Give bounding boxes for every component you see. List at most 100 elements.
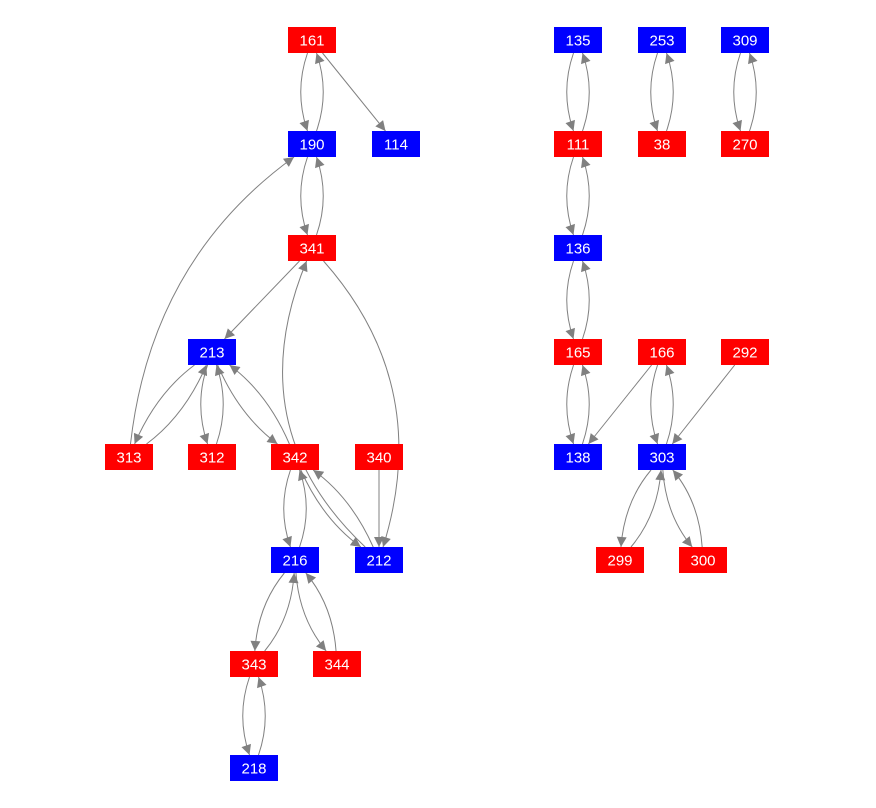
node-299[interactable]: 299 [596,547,644,573]
node-label: 114 [384,137,408,154]
node-label: 38 [654,137,671,154]
edge-161-to-190 [299,52,309,132]
node-303[interactable]: 303 [638,444,686,470]
edge-165-to-138 [565,364,576,445]
edge-300-to-303 [672,469,703,548]
node-344[interactable]: 344 [313,651,361,677]
node-label: 312 [199,450,224,467]
edge-313-to-190 [129,156,295,445]
edge-212-to-342 [312,469,374,548]
edge-343-to-216 [264,572,299,652]
node-box [638,339,686,365]
node-313[interactable]: 313 [105,444,153,470]
node-292[interactable]: 292 [721,339,769,365]
node-166[interactable]: 166 [638,339,686,365]
node-342[interactable]: 342 [271,444,319,470]
edge-138-to-165 [580,364,591,445]
node-box [271,547,319,573]
nodes-layer: 161 190 114 341 213 313 312 342 340 216 212 343 344 2… [105,27,769,781]
node-label: 303 [649,450,674,467]
node-label: 136 [565,241,590,258]
node-label: 340 [366,450,391,467]
node-label: 292 [732,345,757,362]
node-190[interactable]: 190 [288,131,336,157]
edge-299-to-303 [630,469,666,548]
node-38[interactable]: 38 [638,131,686,157]
node-138[interactable]: 138 [554,444,602,470]
node-label: 161 [299,33,324,50]
node-box [638,131,686,157]
node-213[interactable]: 213 [188,339,236,365]
node-218[interactable]: 218 [230,755,278,781]
edge-213-to-312 [199,364,210,445]
node-box [554,235,602,261]
node-box [596,547,644,573]
edge-161-to-114 [322,52,386,132]
edge-309-to-270 [732,52,742,132]
node-box [721,339,769,365]
node-label: 138 [565,450,590,467]
node-box [721,131,769,157]
edge-190-to-161 [315,52,325,132]
node-label: 190 [299,137,324,154]
node-161[interactable]: 161 [288,27,336,53]
node-label: 218 [241,761,266,778]
node-216[interactable]: 216 [271,547,319,573]
edge-135-to-111 [565,52,575,132]
node-343[interactable]: 343 [230,651,278,677]
node-label: 342 [282,450,307,467]
node-165[interactable]: 165 [554,339,602,365]
node-box [188,339,236,365]
node-label: 341 [299,241,324,258]
node-box [355,444,403,470]
node-label: 166 [649,345,674,362]
edge-303-to-299 [616,469,652,548]
node-212[interactable]: 212 [355,547,403,573]
node-label: 165 [565,345,590,362]
node-label: 213 [199,345,224,362]
edge-342-to-216 [282,469,292,548]
edge-303-to-166 [664,364,675,445]
node-label: 299 [607,553,632,570]
node-135[interactable]: 135 [554,27,602,53]
edge-253-to-38 [649,52,659,132]
node-box [288,131,336,157]
edge-212-to-341 [282,260,366,548]
edge-166-to-138 [588,364,652,445]
node-label: 135 [565,33,590,50]
edge-136-to-165 [565,260,575,340]
node-box [638,27,686,53]
node-312[interactable]: 312 [188,444,236,470]
edge-313-to-213 [146,364,208,445]
node-340[interactable]: 340 [355,444,403,470]
edge-111-to-135 [581,52,591,132]
edge-216-to-343 [250,572,285,652]
node-114[interactable]: 114 [372,131,420,157]
node-270[interactable]: 270 [721,131,769,157]
edge-216-to-342 [298,469,308,548]
node-box [554,339,602,365]
node-136[interactable]: 136 [554,235,602,261]
node-300[interactable]: 300 [679,547,727,573]
edge-213-to-342 [217,364,278,445]
edge-312-to-213 [214,364,225,445]
node-111[interactable]: 111 [554,131,602,157]
node-309[interactable]: 309 [721,27,769,53]
node-box [372,131,420,157]
node-341[interactable]: 341 [288,235,336,261]
node-box [230,651,278,677]
edge-218-to-343 [257,676,267,756]
node-label: 216 [282,553,307,570]
node-label: 313 [116,450,141,467]
edge-136-to-111 [581,156,591,236]
node-box [355,547,403,573]
node-253[interactable]: 253 [638,27,686,53]
node-label: 253 [649,33,674,50]
node-box [271,444,319,470]
node-box [554,444,602,470]
node-box [288,27,336,53]
node-label: 309 [732,33,757,50]
node-label: 212 [366,553,391,570]
edge-343-to-218 [241,676,251,756]
